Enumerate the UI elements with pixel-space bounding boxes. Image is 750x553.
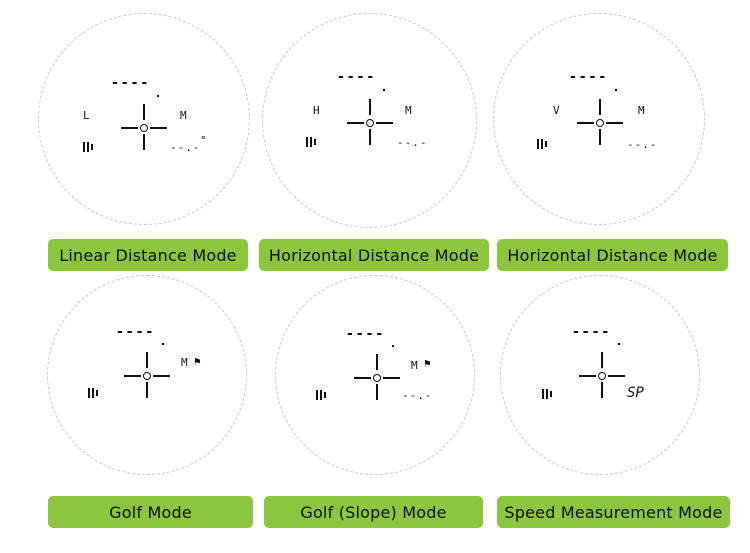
decimal-dot bbox=[618, 343, 620, 345]
decimal-dot bbox=[615, 89, 617, 91]
crosshair-v-bottom bbox=[369, 129, 371, 145]
unit-label: M bbox=[638, 104, 645, 117]
crosshair-h-right bbox=[383, 377, 400, 379]
crosshair-h-left bbox=[579, 375, 596, 377]
crosshair-v-top bbox=[601, 352, 603, 368]
distance-dashes: ---- bbox=[570, 69, 610, 85]
decimal-dot bbox=[383, 89, 385, 91]
sub-reading: --.- bbox=[170, 141, 201, 154]
decimal-dot bbox=[162, 343, 164, 345]
crosshair-v-bottom bbox=[143, 134, 145, 150]
crosshair-h-right bbox=[606, 122, 623, 124]
speed-label: SP bbox=[627, 385, 644, 401]
crosshair-v-bottom bbox=[601, 382, 603, 398]
distance-dashes: ---- bbox=[117, 324, 157, 340]
distance-dashes: ---- bbox=[347, 326, 387, 342]
mode-letter: H bbox=[313, 104, 320, 117]
crosshair-v-bottom bbox=[599, 129, 601, 145]
crosshair-v-bottom bbox=[376, 384, 378, 400]
crosshair-h-left bbox=[124, 375, 141, 377]
crosshair-ring bbox=[596, 119, 604, 127]
mode-label-horizontal-1: Horizontal Distance Mode bbox=[259, 239, 489, 271]
crosshair-ring bbox=[598, 372, 606, 380]
crosshair-h-right bbox=[150, 127, 167, 129]
battery-icon bbox=[83, 142, 93, 152]
crosshair-v-bottom bbox=[146, 382, 148, 398]
crosshair-h-left bbox=[121, 127, 138, 129]
flag-icon: ⚑ bbox=[424, 357, 431, 370]
distance-dashes: ---- bbox=[573, 324, 613, 340]
crosshair-ring bbox=[366, 119, 374, 127]
crosshair-v-top bbox=[376, 354, 378, 370]
decimal-dot bbox=[392, 345, 394, 347]
crosshair-h-right bbox=[153, 375, 170, 377]
crosshair-v-top bbox=[599, 99, 601, 115]
crosshair-v-top bbox=[146, 352, 148, 368]
unit-label: M bbox=[180, 109, 187, 122]
mode-label-speed: Speed Measurement Mode bbox=[497, 496, 730, 528]
distance-dashes: ---- bbox=[338, 69, 378, 85]
crosshair-h-right bbox=[376, 122, 393, 124]
unit-label: M bbox=[411, 359, 418, 372]
battery-icon bbox=[88, 388, 98, 398]
mode-label-horizontal-2: Horizontal Distance Mode bbox=[497, 239, 728, 271]
distance-dashes: ---- bbox=[112, 75, 152, 91]
mode-letter: V bbox=[553, 104, 560, 117]
crosshair-h-left bbox=[347, 122, 364, 124]
sub-reading: --.- bbox=[402, 389, 433, 402]
mode-label-golf-slope: Golf (Slope) Mode bbox=[264, 496, 483, 528]
battery-icon bbox=[537, 139, 547, 149]
sub-reading: --.- bbox=[397, 136, 428, 149]
crosshair-v-top bbox=[143, 104, 145, 120]
crosshair-h-left bbox=[354, 377, 371, 379]
mode-letter: L bbox=[83, 109, 90, 122]
crosshair-h-left bbox=[577, 122, 594, 124]
crosshair-ring bbox=[140, 124, 148, 132]
flag-icon: ⚑ bbox=[194, 355, 201, 368]
crosshair-ring bbox=[373, 374, 381, 382]
unit-label: M bbox=[405, 104, 412, 117]
mode-label-golf: Golf Mode bbox=[48, 496, 253, 528]
crosshair-ring bbox=[143, 372, 151, 380]
sub-reading: --.- bbox=[627, 138, 658, 151]
crosshair-h-right bbox=[608, 375, 625, 377]
unit-label: M bbox=[181, 356, 188, 369]
decimal-dot bbox=[157, 95, 159, 97]
battery-icon bbox=[542, 389, 552, 399]
degree-sign: ° bbox=[200, 134, 207, 147]
battery-icon bbox=[316, 390, 326, 400]
battery-icon bbox=[306, 137, 316, 147]
mode-label-linear: Linear Distance Mode bbox=[48, 239, 248, 271]
crosshair-v-top bbox=[369, 99, 371, 115]
